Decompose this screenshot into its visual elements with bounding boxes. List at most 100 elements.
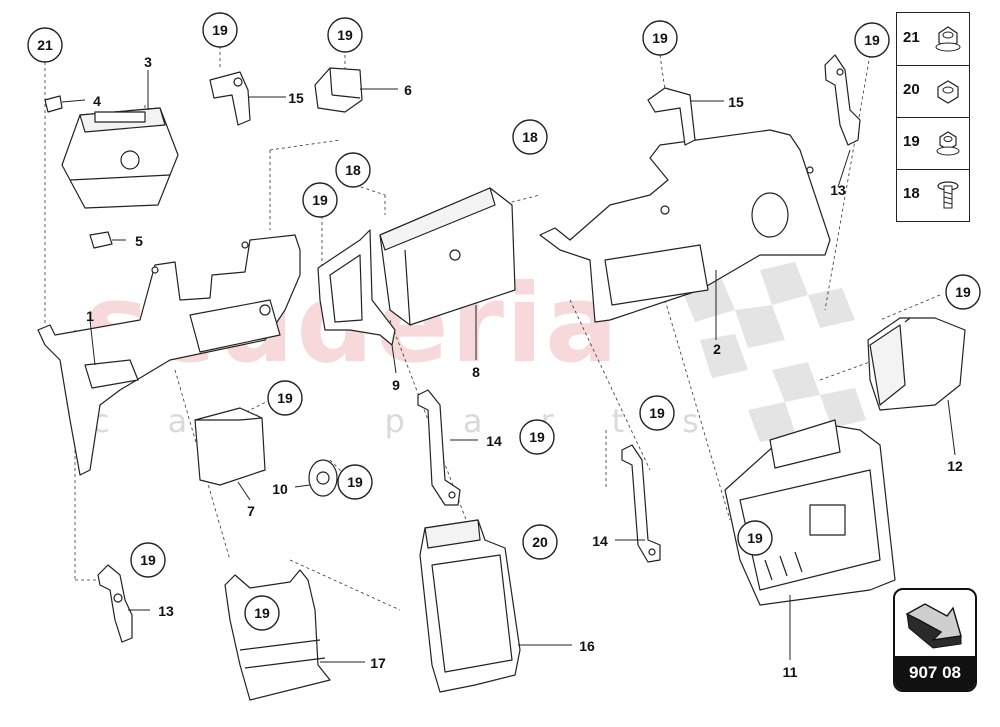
part-3-control-unit — [61, 107, 179, 209]
legend-number: 19 — [903, 133, 920, 150]
part-label-10: 10 — [272, 481, 288, 497]
callout-circle — [737, 520, 773, 556]
callout-circle — [512, 119, 548, 155]
callout-text: 19 — [347, 474, 363, 490]
part-label-14: 14 — [592, 533, 608, 549]
flange-nut-icon — [935, 26, 961, 52]
callout-circle — [202, 12, 238, 48]
callout-circle — [337, 464, 373, 500]
callout-circle — [130, 542, 166, 578]
part-14-bracket-right — [621, 444, 661, 563]
callout-19: 19 — [327, 17, 363, 53]
part-label-11: 11 — [783, 664, 798, 680]
callout-circle — [335, 152, 371, 188]
part-4-clip — [44, 95, 63, 113]
part-16-cover — [419, 519, 521, 693]
part-5-block — [89, 231, 113, 249]
part-label-5: 5 — [135, 233, 143, 249]
pointer-lines — [61, 70, 956, 663]
part-14-bracket-center — [417, 389, 461, 506]
callout-circle — [945, 274, 981, 310]
callout-text: 19 — [277, 390, 293, 406]
callout-circle — [854, 22, 890, 58]
callout-text: 20 — [532, 534, 548, 550]
legend-number: 21 — [903, 29, 920, 46]
callout-19: 19 — [519, 419, 555, 455]
part-label-15: 15 — [728, 94, 744, 110]
callout-circle — [642, 20, 678, 56]
part-label-3: 3 — [144, 54, 152, 70]
callout-text: 19 — [140, 552, 156, 568]
callout-21: 21 — [27, 27, 63, 63]
callout-text: 19 — [254, 605, 270, 621]
callout-18: 18 — [512, 119, 548, 155]
callout-text: 18 — [345, 162, 361, 178]
callout-19: 19 — [267, 380, 303, 416]
callout-text: 19 — [864, 32, 880, 48]
part-label-9: 9 — [392, 377, 400, 393]
part-label-13: 13 — [158, 603, 174, 619]
callout-text: 19 — [529, 429, 545, 445]
callout-circle — [267, 380, 303, 416]
parts — [37, 54, 966, 701]
callout-19: 19 — [854, 22, 890, 58]
callout-circle — [522, 524, 558, 560]
callout-19: 19 — [202, 12, 238, 48]
part-label-7: 7 — [247, 503, 255, 519]
part-label-2: 2 — [713, 341, 721, 357]
next-page-reference[interactable]: 907 08 — [893, 588, 977, 692]
part-15-bracket-right — [647, 87, 696, 146]
page-number: 907 08 — [895, 656, 975, 690]
callout-text: 19 — [652, 30, 668, 46]
part-17-plate — [224, 569, 331, 701]
callout-circle — [327, 17, 363, 53]
callout-19: 19 — [737, 520, 773, 556]
callout-19: 19 — [130, 542, 166, 578]
part-10-sensor — [308, 459, 338, 497]
callout-20: 20 — [522, 524, 558, 560]
legend-row-20: 20 — [897, 65, 969, 118]
callout-19: 19 — [642, 20, 678, 56]
part-11-control-unit — [724, 419, 896, 606]
part-6-sensor — [314, 67, 363, 113]
checkered-flag-watermark — [680, 262, 866, 466]
screw-icon — [937, 181, 959, 209]
legend-row-21: 21 — [897, 13, 969, 66]
part-label-12: 12 — [947, 458, 963, 474]
legend-row-19: 19 — [897, 117, 969, 170]
legend-number: 20 — [903, 81, 920, 98]
part-13-bracket-bottom — [97, 564, 133, 643]
part-label-6: 6 — [404, 82, 412, 98]
part-9-bracket — [317, 229, 396, 346]
part-label-15: 15 — [288, 90, 304, 106]
part-label-8: 8 — [472, 364, 480, 380]
callout-text: 21 — [37, 37, 53, 53]
part-12-module — [867, 317, 966, 411]
callout-circle — [244, 595, 280, 631]
callout-circle — [519, 419, 555, 455]
part-1-mounting-plate — [37, 234, 301, 476]
leader-lines — [44, 40, 941, 611]
part-13-bracket-top — [824, 54, 861, 146]
callout-circle — [302, 182, 338, 218]
part-label-4: 4 — [93, 93, 101, 109]
callout-circle — [639, 395, 675, 431]
callout-19: 19 — [337, 464, 373, 500]
part-15-bracket-left — [209, 71, 251, 126]
callout-text: 19 — [337, 27, 353, 43]
part-8-module — [379, 187, 516, 326]
part-2-mounting-plate — [539, 129, 831, 323]
callout-19: 19 — [244, 595, 280, 631]
part-label-16: 16 — [579, 638, 595, 654]
callout-19: 19 — [945, 274, 981, 310]
callout-circle — [27, 27, 63, 63]
callout-18: 18 — [335, 152, 371, 188]
part-label-13: 13 — [830, 182, 846, 198]
part-label-14: 14 — [486, 433, 502, 449]
part-7-module — [194, 407, 266, 486]
legend-row-18: 18 — [897, 169, 969, 221]
callout-text: 18 — [522, 129, 538, 145]
